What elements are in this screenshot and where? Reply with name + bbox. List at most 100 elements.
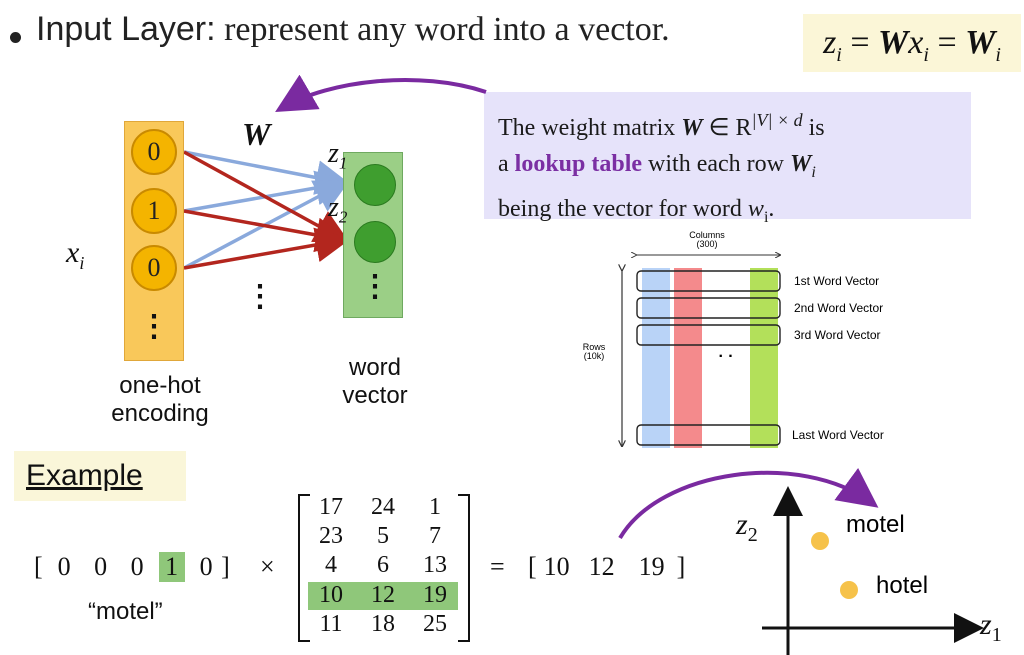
callout-box: The weight matrix W ∈ R|V| × d is a look… xyxy=(484,92,971,226)
y-axis-label: z2 xyxy=(736,508,758,547)
formula-box: zi = Wxi = Wi xyxy=(803,14,1021,72)
bracket-close: ] xyxy=(221,552,230,581)
matrix-cell-highlight: 19 xyxy=(423,582,447,608)
wordvec-caption-line2: vector xyxy=(342,382,408,409)
z2-sub: 2 xyxy=(338,207,348,227)
embedding-matrix: 17 24 1 23 5 7 4 6 13 10 12 19 11 18 25 xyxy=(298,494,470,642)
vector-cell: 0 xyxy=(130,552,144,581)
callout-in: ∈ R xyxy=(702,115,752,141)
callout-line-1: The weight matrix W ∈ R|V| × d is xyxy=(498,102,971,146)
x-axis-sub: 1 xyxy=(991,624,1002,646)
y-axis-z: z xyxy=(736,508,748,541)
row-label: 3rd Word Vector xyxy=(794,328,880,342)
callout-being: being the vector for word xyxy=(498,195,748,222)
word-vector-node xyxy=(354,221,396,263)
matrix-cell: 17 xyxy=(319,494,343,520)
matrix-cell: 1 xyxy=(429,494,441,520)
columns-label: Columns xyxy=(689,230,725,240)
vector-cell: 0 xyxy=(94,552,108,581)
red-column xyxy=(674,268,702,448)
row-box xyxy=(636,297,781,319)
input-label: xi xyxy=(66,236,84,274)
bracket-open: [ xyxy=(34,552,43,581)
word-label: “motel” xyxy=(88,598,163,625)
formula-W-2: W xyxy=(965,24,996,61)
row-label: 1st Word Vector xyxy=(794,274,879,288)
formula-x-sub: i xyxy=(923,43,929,66)
formula-W: W xyxy=(878,24,909,61)
formula-eq-2: = xyxy=(928,24,966,61)
row-label: 2nd Word Vector xyxy=(794,301,883,315)
callout-row-text: with each row xyxy=(642,151,790,177)
times-sign: × xyxy=(260,552,275,581)
matrix-cell: 11 xyxy=(319,611,343,637)
vector-cell: 0 xyxy=(199,552,213,581)
edge-blue xyxy=(183,150,351,195)
matrix-cell-highlight: 12 xyxy=(371,582,395,608)
result-bracket-open: [ xyxy=(528,552,537,581)
onehot-caption-line1: one-hot xyxy=(119,372,201,399)
input-sub: i xyxy=(79,253,85,273)
matrix-cell: 5 xyxy=(377,523,389,549)
lookup-table-highlight: lookup table xyxy=(514,151,643,177)
edge-red xyxy=(183,227,351,270)
callout-Wi: W xyxy=(789,151,812,177)
wordvec-more-dots: ⋮ xyxy=(360,270,390,303)
point-label-motel: motel xyxy=(846,511,905,538)
formula-x: x xyxy=(908,24,924,61)
matrix-cell: 18 xyxy=(371,611,395,637)
callout-line-3: being the vector for word wi. xyxy=(498,191,971,236)
y-axis-sub: 2 xyxy=(747,524,758,546)
row-box xyxy=(636,424,781,446)
callout-line-2: a lookup table with each row Wi xyxy=(498,146,971,191)
word-vector-node xyxy=(354,164,396,206)
point-label-hotel: hotel xyxy=(876,572,928,599)
callout-dim: |V| × d xyxy=(751,110,803,130)
formula-z: z xyxy=(823,24,837,61)
rows-label: Rows xyxy=(583,342,606,352)
callout-a: a xyxy=(498,151,515,177)
callout-w-sub: i xyxy=(763,208,769,226)
result-cell: 12 xyxy=(588,552,615,581)
title-rest: represent any word into a vector. xyxy=(215,11,670,48)
weights-more-dots: ⋮ xyxy=(245,280,275,313)
callout-text: The weight matrix xyxy=(498,115,682,141)
onehot-caption: one-hot encoding xyxy=(80,372,240,428)
matrix-cell: 25 xyxy=(423,611,447,637)
onehot-node: 0 xyxy=(131,129,177,175)
slide-title: Input Layer: represent any word into a v… xyxy=(36,10,670,49)
callout-w: w xyxy=(747,195,764,222)
matrix-cell: 4 xyxy=(325,552,337,578)
result-to-plot-arrow xyxy=(618,467,879,540)
point-hotel xyxy=(840,581,858,599)
equals-sign: = xyxy=(490,552,505,581)
z1-z: z xyxy=(328,138,339,169)
callout-W: W xyxy=(681,115,703,141)
input-x: x xyxy=(66,236,80,269)
row-label: Last Word Vector xyxy=(792,428,884,442)
columns-count: (300) xyxy=(696,239,717,249)
lookup-table-figure: Columns (300) Rows (10k) · · 1st Word Ve… xyxy=(583,230,884,448)
z2-label: z2 xyxy=(328,192,347,228)
title-lead: Input Layer: xyxy=(36,10,216,48)
z2-z: z xyxy=(328,192,339,223)
row-box xyxy=(636,324,781,346)
matrix-cell-highlight: 10 xyxy=(319,582,343,608)
matrix-bracket-right xyxy=(458,494,470,642)
callout-Wi-sub: i xyxy=(811,163,816,181)
callout-period: . xyxy=(768,195,775,222)
onehot-caption-line2: encoding xyxy=(111,400,209,427)
vector-cell: 0 xyxy=(57,552,71,581)
matrix-cell: 6 xyxy=(377,552,389,578)
callout-is: is xyxy=(802,115,825,141)
onehot-more-dots: ⋮ xyxy=(139,310,169,343)
wordvec-caption: word vector xyxy=(310,354,440,410)
row-box xyxy=(636,270,781,292)
formula-z-sub: i xyxy=(836,43,842,66)
weight-label: W xyxy=(242,116,271,152)
vector-cell-highlight: 1 xyxy=(158,552,185,582)
blue-column xyxy=(642,268,670,448)
matrix-bracket-left xyxy=(298,494,310,642)
wordvec-caption-line1: word xyxy=(348,354,402,381)
